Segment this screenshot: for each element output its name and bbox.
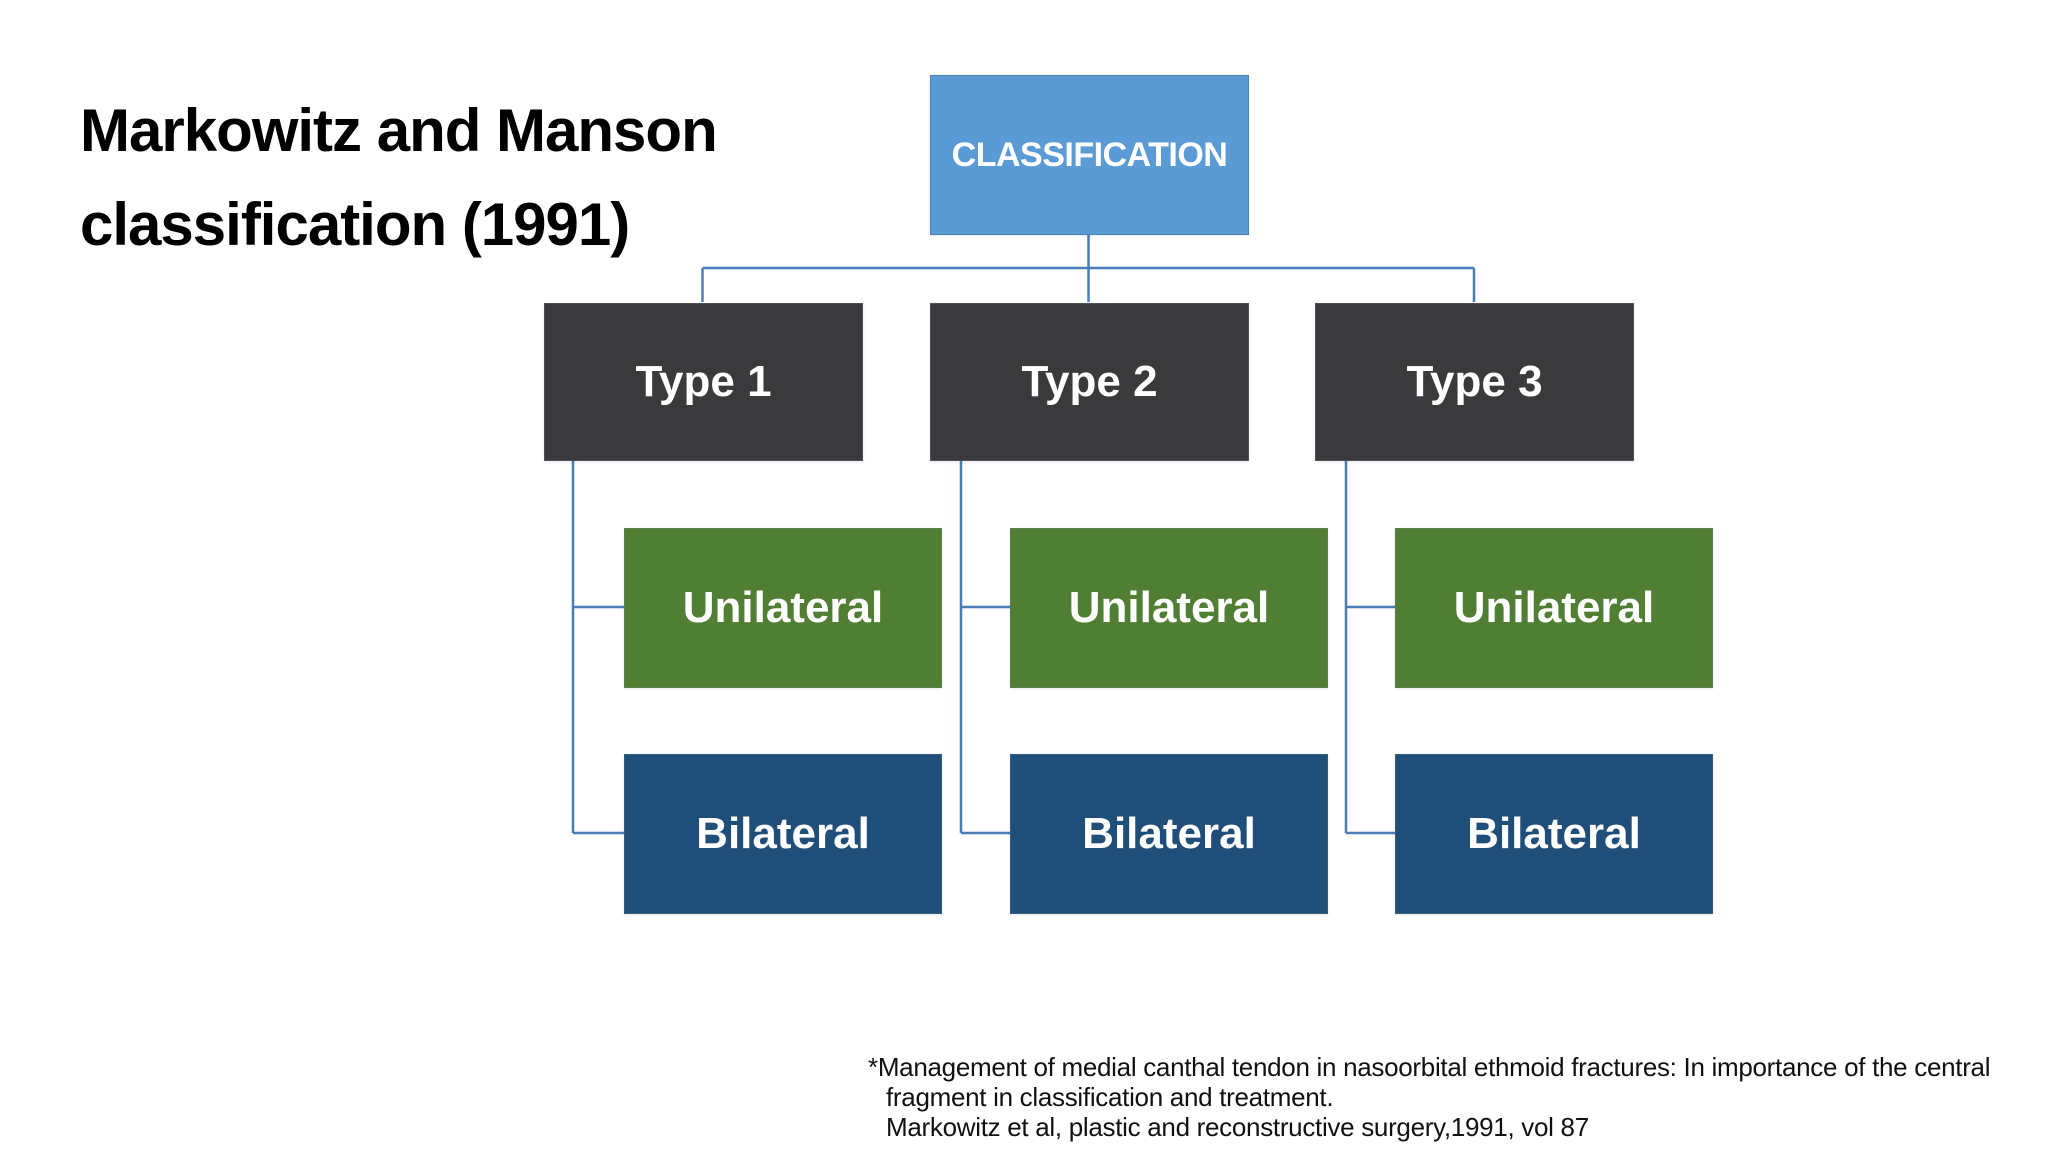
- connector-type2-children: [959, 459, 1010, 835]
- node-type-2-bilateral-label: Bilateral: [1082, 809, 1256, 858]
- connector-type1-children: [571, 459, 624, 835]
- node-classification-label: CLASSIFICATION: [951, 135, 1228, 174]
- slide-title-line-2: classification (1991): [80, 191, 630, 258]
- node-type-3: Type 3: [1315, 303, 1634, 461]
- node-type-3-bilateral: Bilateral: [1395, 754, 1713, 914]
- slide-title-line-1: Markowitz and Manson: [80, 97, 718, 164]
- node-type-2-label: Type 2: [1021, 357, 1158, 406]
- node-type-3-label: Type 3: [1406, 357, 1543, 406]
- citation-line-2: fragment in classification and treatment…: [886, 1082, 1334, 1112]
- connector-type3-children: [1344, 459, 1395, 835]
- node-type-1-unilateral: Unilateral: [624, 528, 942, 688]
- citation-footnote: *Management of medial canthal tendon in …: [868, 1052, 1990, 1142]
- node-type-3-bilateral-label: Bilateral: [1467, 809, 1641, 858]
- node-type-1-unilateral-label: Unilateral: [682, 583, 884, 632]
- node-type-2-unilateral-label: Unilateral: [1068, 583, 1270, 632]
- node-type-1-bilateral: Bilateral: [624, 754, 942, 914]
- node-type-1-label: Type 1: [635, 357, 772, 406]
- node-type-1: Type 1: [544, 303, 863, 461]
- citation-line-1: *Management of medial canthal tendon in …: [868, 1052, 1991, 1082]
- slide-title: Markowitz and Manson classification (199…: [80, 84, 718, 272]
- node-type-2: Type 2: [930, 303, 1249, 461]
- node-type-3-unilateral-label: Unilateral: [1453, 583, 1655, 632]
- citation-line-3: Markowitz et al, plastic and reconstruct…: [886, 1112, 1589, 1142]
- node-type-1-bilateral-label: Bilateral: [696, 809, 870, 858]
- node-type-2-unilateral: Unilateral: [1010, 528, 1328, 688]
- node-type-3-unilateral: Unilateral: [1395, 528, 1713, 688]
- node-classification: CLASSIFICATION: [930, 75, 1249, 235]
- node-type-2-bilateral: Bilateral: [1010, 754, 1328, 914]
